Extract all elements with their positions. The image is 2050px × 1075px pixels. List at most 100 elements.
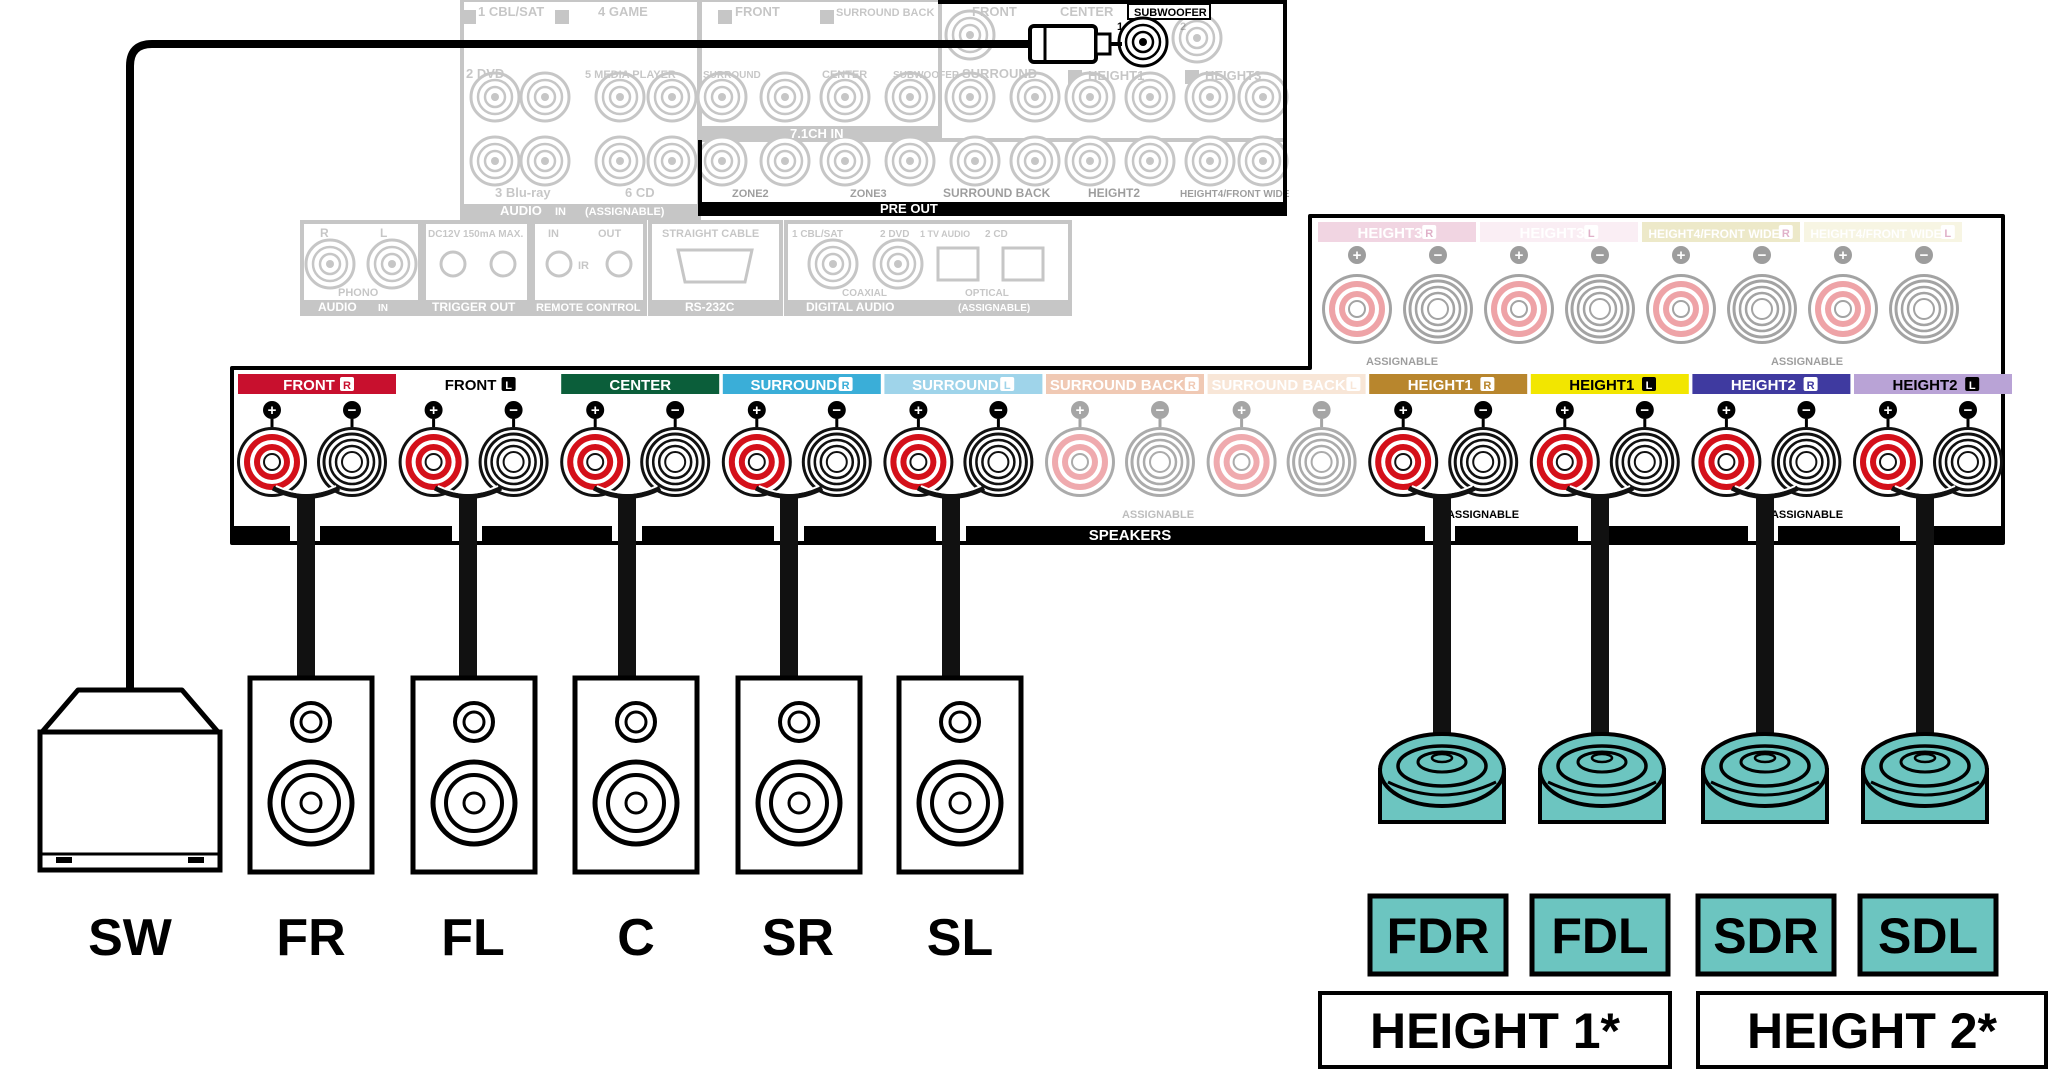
speakers-bar-segment-7 — [1608, 526, 1748, 543]
svg-text:R: R — [320, 226, 329, 240]
ch71-front-label: FRONT — [735, 4, 780, 19]
channel-label-5: SURROUND BACK R — [1046, 374, 1204, 394]
speakers-bar-segment-4 — [804, 526, 936, 543]
upper-channel-text-3: HEIGHT4/FRONT WIDE — [1810, 227, 1941, 241]
height-cable-3 — [1916, 496, 1934, 736]
terminal-positive-6 — [1205, 426, 1278, 498]
terminal-plus-2: + — [591, 402, 600, 419]
channel-label-text-2: CENTER — [609, 377, 671, 394]
pre-out-subwoofer-label: SUBWOOFER — [1134, 7, 1207, 19]
terminal-minus-10: − — [1964, 402, 1973, 419]
terminal-pair-7: +− — [1367, 401, 1520, 499]
terminal-minus-7: − — [1479, 402, 1488, 419]
terminal-minus-2: − — [671, 402, 680, 419]
remote-out-label: OUT — [598, 228, 622, 240]
remote-control-label: REMOTE CONTROL — [536, 302, 641, 314]
channel-label-text-10: HEIGHT2 — [1892, 377, 1957, 394]
upper-terminal-sign-6: + — [1839, 247, 1848, 264]
speaker-label-sw: SW — [88, 909, 173, 967]
upper-terminal-sign-2: + — [1515, 247, 1524, 264]
rca-plug — [1028, 24, 1122, 64]
floor-cable-4 — [942, 496, 960, 686]
channel-label-text-5: SURROUND BACK — [1050, 377, 1184, 394]
digital-cbl-label: 1 CBL/SAT — [792, 229, 843, 240]
terminal-minus-4: − — [994, 402, 1003, 419]
terminal-minus-3: − — [832, 402, 841, 419]
terminal-plus-10: + — [1884, 402, 1893, 419]
floor-cable-2 — [618, 496, 636, 686]
terminal-positive-9 — [1690, 426, 1763, 498]
ch71-surround-back-label: SURROUND BACK — [836, 7, 934, 19]
speakers-bar-segment-8 — [1778, 526, 1900, 543]
channel-side-4: L — [1004, 380, 1011, 392]
terminal-negative-0 — [315, 425, 389, 499]
channel-side-10: L — [1969, 380, 1976, 392]
terminal-negative-9 — [1769, 425, 1843, 499]
terminal-negative-5 — [1123, 425, 1197, 499]
terminal-positive-5 — [1044, 426, 1116, 498]
terminal-pair-3: +− — [720, 401, 874, 499]
floor-cable-1 — [459, 496, 477, 686]
speakers-bar-segment-2 — [482, 526, 612, 543]
terminal-positive-7 — [1367, 426, 1440, 498]
pre-out-center-label: CENTER — [1060, 4, 1114, 19]
channel-side-5: R — [1188, 380, 1196, 392]
floor-speaker-fl — [413, 678, 535, 872]
height-speaker-fdr — [1378, 732, 1506, 824]
channel-label-text-3: SURROUND — [750, 377, 837, 394]
terminal-positive-10 — [1852, 426, 1924, 498]
phono-label: PHONO — [338, 287, 379, 299]
sub-out-number-1: 1 — [1117, 21, 1123, 33]
upper-terminal-3: − — [1563, 246, 1637, 346]
height-label-sdr: SDR — [1713, 908, 1819, 964]
floor-speaker-sr — [738, 678, 860, 872]
terminal-plus-0: + — [268, 402, 277, 419]
height-label-box-sdr: SDR — [1695, 893, 1837, 977]
terminal-minus-1: − — [509, 402, 518, 419]
channel-label-text-4: SURROUND — [912, 377, 999, 394]
channel-label-text-9: HEIGHT2 — [1731, 377, 1796, 394]
ch71-center-label: CENTER — [822, 69, 867, 81]
channel-side-8: L — [1646, 380, 1653, 392]
terminal-minus-0: − — [348, 402, 357, 419]
channel-label-text-1: FRONT — [445, 377, 497, 394]
upper-terminal-sign-7: − — [1920, 247, 1929, 264]
terminal-negative-4 — [961, 425, 1035, 499]
height-cable-2 — [1756, 496, 1774, 736]
terminal-pair-10: +− — [1852, 401, 2005, 499]
floor-cable-3 — [780, 496, 798, 686]
terminal-pair-9: +− — [1690, 401, 1843, 499]
floor-speaker-sl — [899, 678, 1021, 872]
rs232c-label: RS-232C — [685, 300, 735, 314]
ch71-surround-label: SURROUND — [703, 70, 761, 81]
channel-label-text-7: HEIGHT1 — [1408, 377, 1473, 394]
cables — [126, 24, 1960, 736]
upper-channel-text-1: HEIGHT3 — [1519, 225, 1584, 242]
terminal-negative-7 — [1446, 425, 1520, 499]
terminal-negative-3 — [800, 425, 874, 499]
pre-out-zone3-label: ZONE3 — [850, 188, 887, 200]
channel-side-3: R — [842, 380, 850, 392]
terminal-minus-5: − — [1156, 402, 1165, 419]
coaxial-label: COAXIAL — [842, 288, 887, 299]
pre-out-height3-label: HEIGHT3 — [1205, 68, 1261, 83]
speakers-bar-segment-3 — [642, 526, 774, 543]
terminal-plus-4: + — [914, 402, 923, 419]
speakers-bar-segment-5 — [966, 526, 1425, 543]
pre-out-front-label: FRONT — [972, 4, 1017, 19]
speakers-bar-segment-9 — [1930, 526, 2003, 543]
upper-terminal-2: + — [1483, 246, 1555, 345]
height-group-2: HEIGHT 2* — [1696, 991, 2048, 1069]
speaker-label-fl: FL — [441, 909, 505, 967]
terminal-minus-9: − — [1802, 402, 1811, 419]
speakers-bar-segment-1 — [320, 526, 452, 543]
height-group-2-label: HEIGHT 2* — [1747, 1003, 1998, 1059]
speakers-bar-segment-0 — [232, 526, 290, 543]
straight-cable-label: STRAIGHT CABLE — [662, 228, 759, 240]
